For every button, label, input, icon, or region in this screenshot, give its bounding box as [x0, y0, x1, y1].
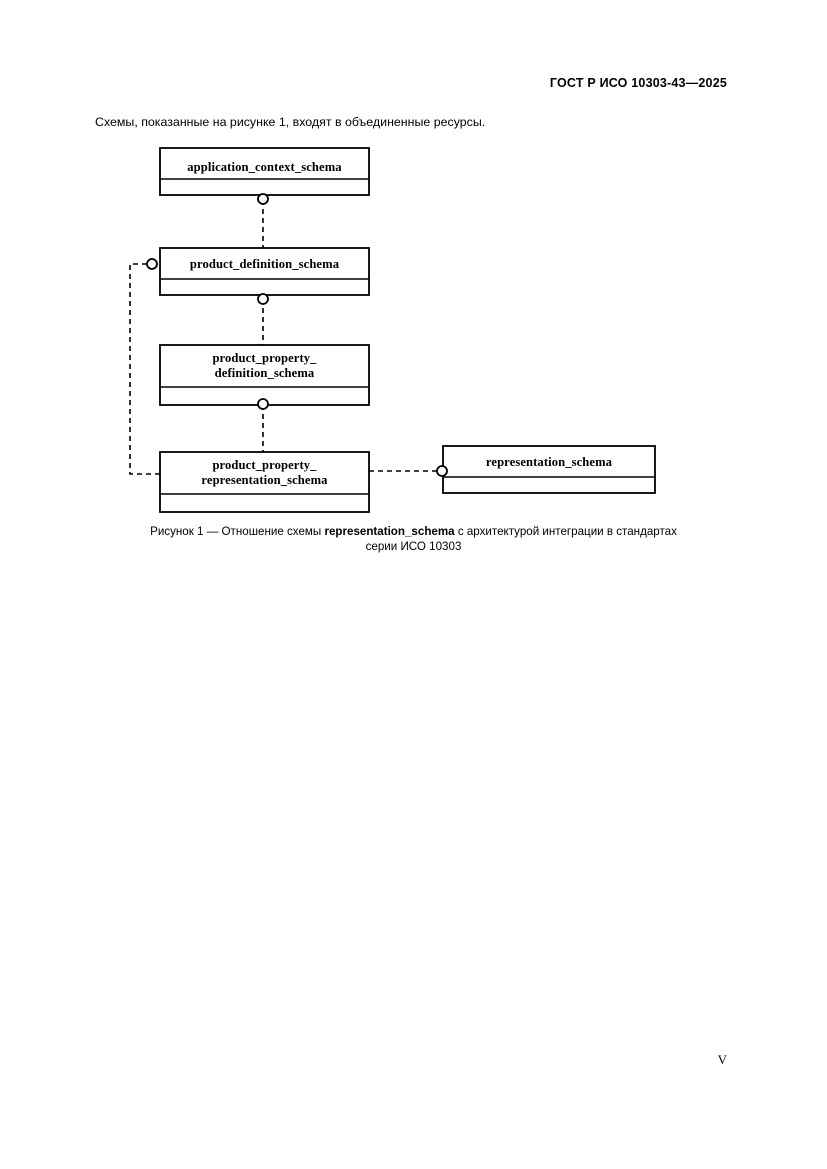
connector-proprep-to-proddef-loop — [129, 263, 160, 475]
connector-circle-icon-proddef-bottom — [257, 293, 269, 305]
figure-caption-line1: Рисунок 1 — Отношение схемы representati… — [150, 525, 677, 538]
connector-circle-icon-repschema-left — [436, 465, 448, 477]
connector-lines — [129, 200, 437, 475]
connector-circle-icon-propdef-bottom — [257, 398, 269, 410]
page-header-standard-id: ГОСТ Р ИСО 10303-43—2025 — [549, 76, 727, 90]
schema-box-application-context-schema[interactable]: application_context_schema — [159, 147, 370, 196]
box-outline — [442, 445, 656, 494]
figure-caption-line2: серии ИСО 10303 — [365, 540, 462, 553]
figure-caption: Рисунок 1 — Отношение схемы representati… — [0, 524, 827, 554]
schema-box-representation-schema[interactable]: representation_schema — [442, 445, 656, 494]
connector-endpoints — [146, 193, 448, 477]
schema-box-product-property-definition-schema[interactable]: product_property_ definition_schema — [159, 344, 370, 406]
connector-circle-icon-proddef-left — [146, 258, 158, 270]
schema-box-title-line2: definition_schema — [215, 366, 315, 380]
schema-box-title-line1: product_property_ — [212, 351, 317, 365]
intro-paragraph: Схемы, показанные на рисунке 1, входят в… — [95, 115, 486, 129]
schema-box-product-definition-schema[interactable]: product_definition_schema — [159, 247, 370, 296]
connector-circle-icon-appctx-bottom — [257, 193, 269, 205]
schema-box-title-line1: product_property_ — [212, 458, 317, 472]
figure-caption-prefix: Рисунок 1 — Отношение схемы — [150, 525, 325, 538]
box-outline — [159, 147, 370, 196]
figure-1-diagram: application_context_schema product_defin… — [0, 140, 827, 520]
box-outline — [159, 247, 370, 296]
schema-box-title: representation_schema — [486, 455, 613, 469]
schema-box-title: application_context_schema — [187, 160, 342, 174]
schema-box-title: product_definition_schema — [190, 257, 340, 271]
schema-box-product-property-representation-schema[interactable]: product_property_ representation_schema — [159, 451, 370, 513]
figure-caption-schema-name: representation_schema — [324, 525, 455, 538]
box-outline — [159, 451, 370, 513]
page-number: V — [717, 1052, 727, 1067]
figure-caption-suffix: с архитектурой интеграции в стандартах — [454, 525, 677, 538]
schema-box-title-line2: representation_schema — [201, 473, 328, 487]
